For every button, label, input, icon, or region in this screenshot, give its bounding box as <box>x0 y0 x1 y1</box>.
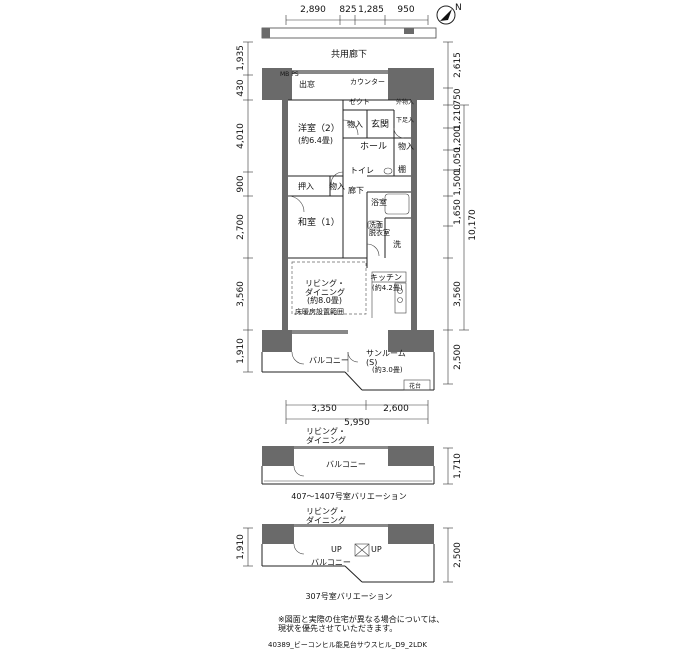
dim-left-7: 1,910 <box>236 338 246 364</box>
dim-right-4: 1,200 <box>453 126 463 152</box>
western-room-label: 洋室（2） <box>298 122 340 134</box>
kitchen-label: キッチン <box>370 273 402 282</box>
zekt-label: ゼクト <box>349 97 370 106</box>
dim-bottom-a: 3,350 <box>311 404 337 414</box>
footer-code: 40389_ビーコンヒル能見台サウスヒル_D9_2LDK <box>268 640 427 649</box>
var2-up-label-2: UP <box>371 545 382 554</box>
dim-right-8: 3,560 <box>453 281 463 307</box>
left-dimension-line: 1,935 430 4,010 900 2,700 3,560 1,910 <box>236 41 253 373</box>
western-room-size: (約6.4畳) <box>298 135 333 145</box>
storage-3-label: 物入 <box>329 181 345 191</box>
var1-dim: 1,710 <box>453 453 463 479</box>
dim-left-4: 900 <box>236 175 246 192</box>
dim-right-2: 750 <box>453 88 463 105</box>
dim-top-4: 950 <box>397 5 414 15</box>
variation-1-plan: リビング・ダイニング バルコニー 1,710 407〜1407号室バリエーション <box>261 426 463 501</box>
dim-right-1: 2,615 <box>453 52 463 78</box>
oshiire-label: 押入 <box>298 181 314 191</box>
dim-left-1: 1,935 <box>236 45 246 71</box>
right-dimension-lines: 2,615 750 1,210 1,200 1,050 1,500 1,650 … <box>443 41 478 385</box>
bottom-dimension-lines: 3,350 2,600 5,950 <box>285 400 429 428</box>
north-arrow-icon: N <box>436 3 462 25</box>
living-size: (約8.0畳) <box>307 295 342 305</box>
ps-label: MB PS <box>280 71 299 78</box>
dim-left-2: 430 <box>236 79 246 96</box>
storage-2-label: 物入 <box>398 141 414 151</box>
var2-up-label-1: UP <box>331 545 342 554</box>
bath-label: 浴室 <box>371 197 387 207</box>
var1-living-label: リビング・ダイニング <box>306 426 346 445</box>
dim-right-5: 1,050 <box>453 147 463 173</box>
wash-label: 洗 <box>393 239 401 249</box>
window-label: 出窓 <box>299 79 315 89</box>
washroom-label: 洗面脱衣室 <box>369 220 390 237</box>
dim-left-5: 2,700 <box>236 214 246 240</box>
entrance-label: 玄関 <box>371 118 389 130</box>
var2-dim-right: 2,500 <box>453 542 463 568</box>
toilet-label: トイレ <box>350 166 374 175</box>
var1-balcony-label: バルコニー <box>326 460 366 469</box>
dim-right-total: 10,170 <box>468 209 478 241</box>
dim-right-7: 1,650 <box>453 199 463 225</box>
dim-right-6: 1,500 <box>453 170 463 196</box>
var2-living-label: リビング・ダイニング <box>306 506 346 525</box>
top-dimension-line: 2,890 825 1,285 950 <box>285 5 429 25</box>
disclaimer-note: ※図面と実際の住宅が異なる場合については、現状を優先させていただきます。 <box>278 614 444 633</box>
var1-caption: 407〜1407号室バリエーション <box>291 491 406 501</box>
variation-2-plan: リビング・ダイニング UP UP バルコニー 1,910 2,500 307号室… <box>236 506 463 601</box>
dim-top-1: 2,890 <box>300 5 326 15</box>
corridor-strip: 共用廊下 <box>261 27 437 60</box>
storage-1-label: 物入 <box>347 119 363 129</box>
dim-left-3: 4,010 <box>236 123 246 149</box>
var2-caption: 307号室バリエーション <box>305 591 392 601</box>
shoe-box-label: 下足入 <box>396 117 414 124</box>
hallway-label: 廊下 <box>348 185 364 195</box>
corridor-label: 共用廊下 <box>331 48 367 60</box>
var2-balcony-label: バルコニー <box>311 558 351 567</box>
dim-bottom-total: 5,950 <box>344 418 370 428</box>
dim-top-2: 825 <box>339 5 356 15</box>
shelf-label: 棚 <box>398 164 406 174</box>
living-label: リビング・ダイニング <box>305 278 345 297</box>
dim-bottom-b: 2,600 <box>383 404 409 414</box>
dim-top-3: 1,285 <box>358 5 384 15</box>
var2-dim-left: 1,910 <box>236 534 246 560</box>
japanese-room-label: 和室（1） <box>298 216 340 228</box>
dim-right-9: 2,500 <box>453 344 463 370</box>
sunroom-size: (約3.0畳) <box>372 365 403 374</box>
floor-heating-label: 床暖房設置範囲 <box>295 307 344 316</box>
main-plan: 出窓 MB PS カウンター ゼクト 外物入 洋室（2） (約6.4畳) 物入 … <box>261 68 435 391</box>
planter-label: 花台 <box>409 382 421 390</box>
sunroom-label: サンルーム(S) <box>366 349 406 367</box>
dim-left-6: 3,560 <box>236 281 246 307</box>
svg-text:N: N <box>455 3 462 13</box>
counter-label: カウンター <box>350 77 385 86</box>
outside-storage-label: 外物入 <box>396 98 414 106</box>
hall-label: ホール <box>360 141 387 152</box>
kitchen-size: (約4.2畳) <box>372 283 403 292</box>
dim-right-3: 1,210 <box>453 104 463 130</box>
balcony-label: バルコニー <box>309 356 349 365</box>
